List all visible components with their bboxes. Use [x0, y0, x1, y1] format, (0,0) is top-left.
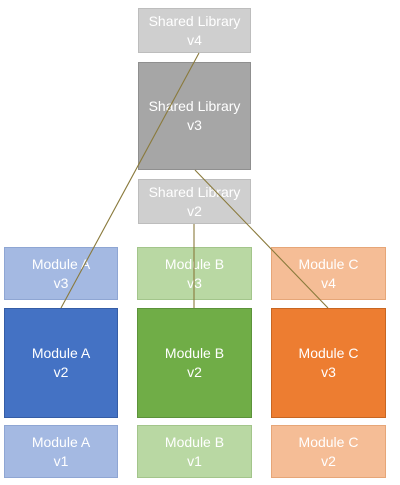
shared-library-v2-name: Shared Library: [148, 183, 241, 200]
module-a-v1-box: Module A v1: [4, 425, 118, 478]
shared-library-v2-version: v2: [187, 202, 202, 219]
module-c-v2-box: Module C v2: [271, 425, 386, 478]
shared-library-v3-name: Shared Library: [148, 98, 241, 114]
module-a-v1-version: v1: [53, 452, 69, 469]
shared-library-v4-box: Shared Library v4: [138, 8, 251, 53]
module-b-v1-name: Module B: [164, 433, 225, 450]
module-c-v2-name: Module C: [298, 433, 359, 450]
module-b-v2-box: Module B v2: [137, 308, 252, 418]
module-a-v2-version: v2: [53, 364, 69, 380]
shared-library-v4-name: Shared Library: [148, 12, 241, 29]
module-b-v1-version: v1: [187, 452, 202, 469]
module-c-v3-name: Module C: [298, 345, 359, 361]
module-a-v1-name: Module A: [31, 433, 91, 450]
module-c-v3-version: v3: [321, 364, 336, 380]
module-a-v3-name: Module A: [31, 255, 91, 272]
module-b-v3-version: v3: [187, 274, 202, 291]
module-c-v4-version: v4: [321, 274, 336, 291]
module-b-v2-version: v2: [187, 364, 202, 380]
shared-library-v4-version: v4: [187, 31, 202, 48]
module-a-v2-name: Module A: [31, 345, 91, 361]
module-a-v2-box: Module A v2: [4, 308, 118, 418]
shared-library-v3-version: v3: [187, 117, 202, 133]
module-b-v2-name: Module B: [164, 345, 225, 361]
module-b-v1-box: Module B v1: [137, 425, 252, 478]
module-a-v3-version: v3: [53, 274, 69, 291]
module-b-v3-box: Module B v3: [137, 247, 252, 300]
shared-library-v2-box: Shared Library v2: [138, 179, 251, 224]
module-c-v3-box: Module C v3: [271, 308, 386, 418]
module-b-v3-name: Module B: [164, 255, 225, 272]
module-c-v4-box: Module C v4: [271, 247, 386, 300]
module-a-v3-box: Module A v3: [4, 247, 118, 300]
shared-library-v3-box: Shared Library v3: [138, 62, 251, 170]
module-c-v4-name: Module C: [298, 255, 359, 272]
module-c-v2-version: v2: [321, 452, 336, 469]
